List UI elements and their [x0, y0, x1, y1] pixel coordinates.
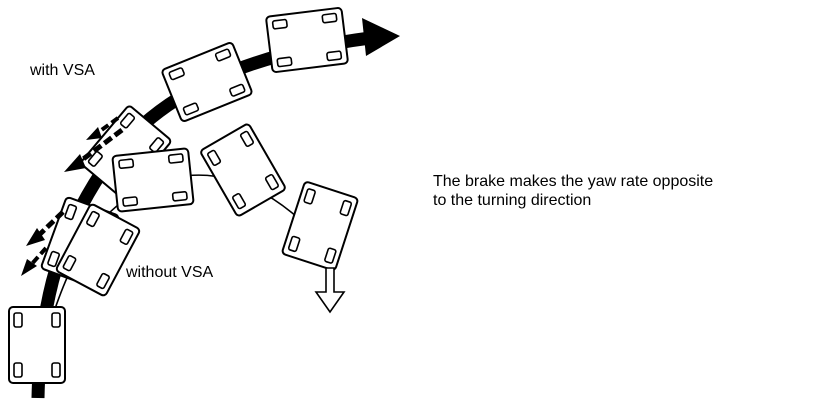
- brake-arrow-lower-head: [26, 228, 45, 246]
- brake-arrow-upper-head: [64, 154, 86, 172]
- brake-arrow-bottom-head: [21, 259, 37, 276]
- brake-arrow-mid: [94, 116, 120, 136]
- with-vsa-path-arrowhead: [362, 18, 400, 56]
- yaw-down-arrow-icon: [314, 267, 346, 314]
- label-with-vsa: with VSA: [30, 62, 95, 79]
- car-with-vsa-4: [160, 40, 254, 124]
- brake-arrow-lower: [36, 210, 65, 238]
- car-without-vsa-3: [198, 122, 288, 218]
- brake-note-line-1: The brake makes the yaw rate opposite: [433, 173, 714, 190]
- brake-arrow-mid-head: [86, 127, 102, 140]
- brake-note-line-2: to the turning direction: [433, 192, 592, 209]
- car-with-vsa-5: [264, 6, 350, 74]
- brake-arrow-upper: [76, 128, 124, 165]
- car-with-vsa-1: [8, 306, 66, 384]
- car-without-vsa-2: [111, 147, 195, 213]
- label-without-vsa: without VSA: [126, 264, 214, 281]
- car-without-vsa-4: [280, 180, 360, 272]
- brake-note: The brake makes the yaw rate opposite to…: [433, 172, 713, 210]
- brake-arrow-bottom: [28, 246, 48, 268]
